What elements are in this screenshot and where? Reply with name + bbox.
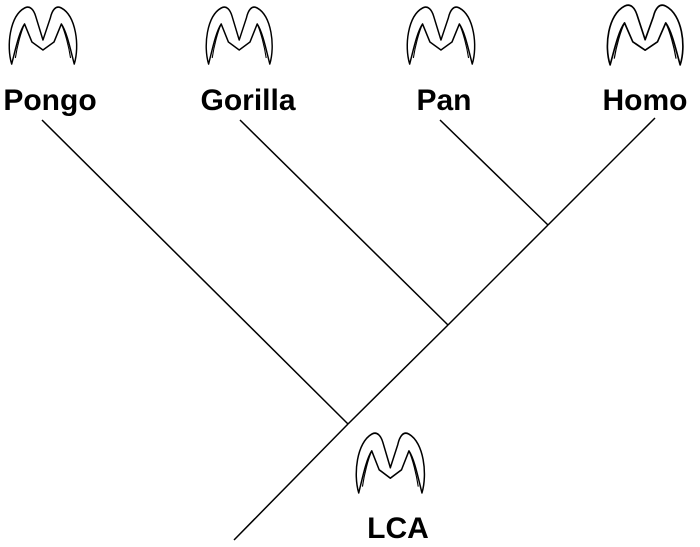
molar-tooth-icon [8, 6, 78, 65]
branch-root [233, 423, 349, 541]
molar-tooth-icon [205, 6, 273, 65]
label-lca: LCA [367, 512, 429, 545]
label-gorilla: Gorilla [200, 84, 296, 117]
branch-pan [439, 119, 549, 226]
label-homo: Homo [602, 84, 688, 117]
molar-tooth-icon [406, 6, 476, 65]
molar-tooth-icon [355, 432, 426, 494]
label-pongo: Pongo [3, 84, 97, 117]
molar-tooth-icon [606, 4, 684, 66]
branch-internal-2 [447, 224, 549, 326]
branch-gorilla [239, 119, 449, 326]
label-pan: Pan [416, 84, 472, 117]
branch-internal-1 [347, 324, 449, 425]
branch-homo [547, 117, 656, 226]
branch-pongo [41, 119, 349, 425]
